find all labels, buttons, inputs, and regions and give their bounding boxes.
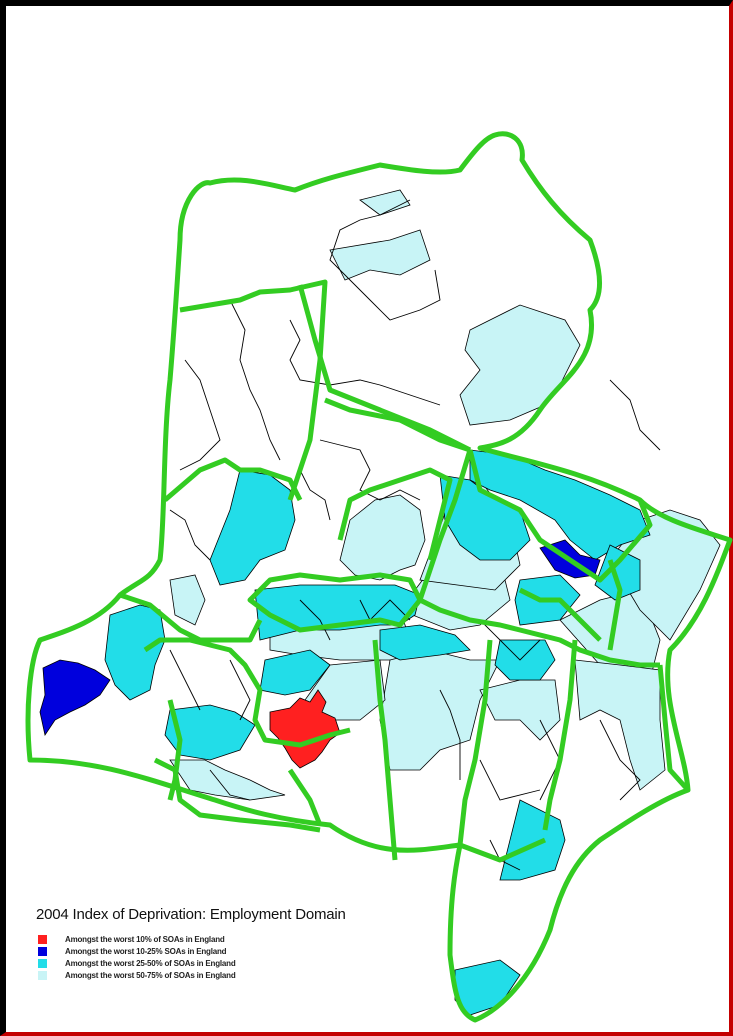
legend-swatch-50-75 <box>38 971 47 980</box>
legend-label: Amongst the worst 10-25% SOAs in England <box>65 947 227 956</box>
legend-swatch-10-25 <box>38 947 47 956</box>
zone-25-50 <box>104 449 651 1016</box>
legend: Amongst the worst 10% of SOAs in England… <box>38 934 236 982</box>
legend-label: Amongst the worst 50-75% of SOAs in Engl… <box>65 971 236 980</box>
legend-swatch-25-50 <box>38 959 47 968</box>
legend-item: Amongst the worst 10-25% SOAs in England <box>38 946 236 957</box>
legend-label: Amongst the worst 25-50% of SOAs in Engl… <box>65 959 236 968</box>
legend-item: Amongst the worst 10% of SOAs in England <box>38 934 236 945</box>
legend-swatch-worst-10 <box>38 935 47 944</box>
area-boundaries <box>25 131 733 1023</box>
legend-title: 2004 Index of Deprivation: Employment Do… <box>36 906 346 923</box>
zone-worst-10 <box>269 689 341 769</box>
legend-item: Amongst the worst 25-50% of SOAs in Engl… <box>38 958 236 969</box>
legend-item: Amongst the worst 50-75% of SOAs in Engl… <box>38 970 236 981</box>
legend-label: Amongst the worst 10% of SOAs in England <box>65 935 225 944</box>
ward-boundaries <box>169 199 661 871</box>
